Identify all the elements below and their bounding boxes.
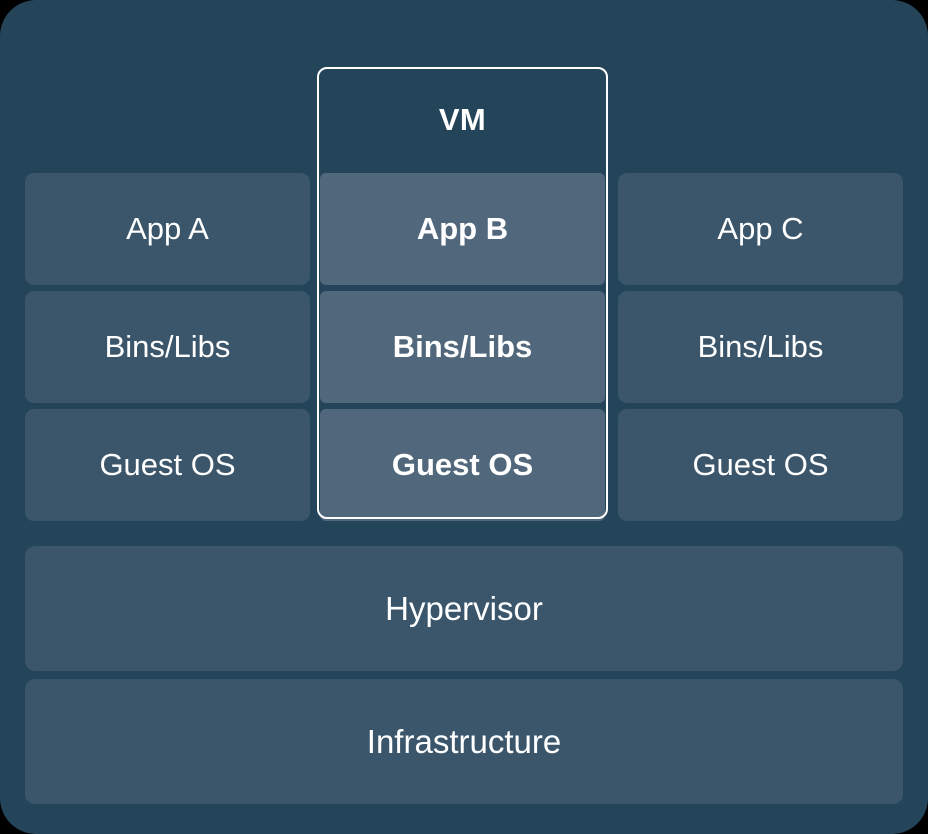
vm-label: VM (438, 102, 487, 137)
box-guest-os-a: Guest OS (25, 409, 310, 521)
box-bins-libs-c: Bins/Libs (618, 291, 903, 403)
bar-infrastructure: Infrastructure (25, 679, 903, 804)
box-guest-os-b: Guest OS (320, 409, 605, 521)
box-app-b: App B (320, 173, 605, 285)
box-bins-libs-a: Bins/Libs (25, 291, 310, 403)
box-guest-os-c: Guest OS (618, 409, 903, 521)
box-app-a: App A (25, 173, 310, 285)
box-bins-libs-b: Bins/Libs (320, 291, 605, 403)
box-app-c: App C (618, 173, 903, 285)
bar-hypervisor: Hypervisor (25, 546, 903, 671)
